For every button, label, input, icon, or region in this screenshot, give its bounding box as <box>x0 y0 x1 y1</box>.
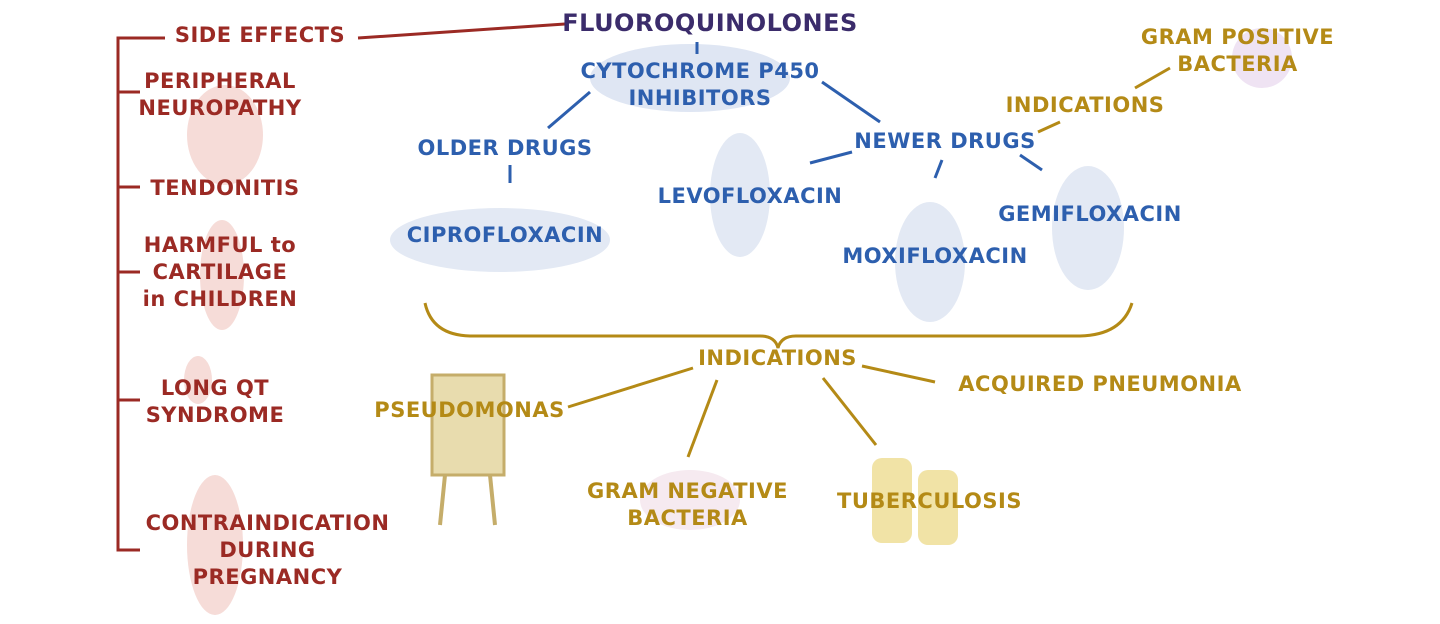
indication-acquired-pneumonia: ACQUIRED PNEUMONIA <box>958 372 1242 396</box>
indication-pseudomonas: PSEUDOMONAS <box>374 398 565 422</box>
indication-gram-positive-bacteria: GRAM POSITIVE BACTERIA <box>1140 25 1335 76</box>
drug-connectors <box>508 42 1043 183</box>
drug-moxifloxacin: MOXIFLOXACIN <box>842 244 1028 268</box>
pregnant-woman-illustration <box>187 475 243 615</box>
easel-painting-illustration <box>430 373 506 477</box>
penguin-illustration-2 <box>895 202 965 322</box>
drug-levofloxacin: LEVOFLOXACIN <box>657 184 843 208</box>
side-effect-contraindication-pregnancy: CONTRAINDICATION DURING PREGNANCY <box>145 511 390 589</box>
diagram-title: FLUOROQUINOLONES <box>562 9 858 37</box>
side-effects-heading: SIDE EFFECTS <box>174 23 346 47</box>
scroll-illustration <box>872 458 912 543</box>
penguin-illustration-3 <box>1052 166 1124 290</box>
penguin-illustration-1 <box>710 133 770 257</box>
drug-ciprofloxacin: CIPROFLOXACIN <box>406 223 604 247</box>
gram-negative-illustration <box>640 470 740 530</box>
indications-label: INDICATIONS <box>698 346 857 370</box>
nerve-illustration <box>187 85 263 185</box>
heart-illustration <box>184 356 212 404</box>
bacteria-illustration <box>1232 28 1292 88</box>
child-illustration <box>200 220 244 330</box>
side-effect-peripheral-neuropathy: PERIPHERAL NEUROPATHY <box>138 69 302 120</box>
side-effect-tendonitis: TENDONITIS <box>150 176 300 200</box>
side-effects-bracket <box>116 22 566 552</box>
cloud-decoration <box>590 44 790 112</box>
side-effect-harmful-to-cartilage: HARMFUL to CARTILAGE in CHILDREN <box>142 233 298 311</box>
side-effect-long-qt-syndrome: LONG QT SYNDROME <box>145 376 285 427</box>
seagull-illustration <box>390 208 610 272</box>
newer-drugs-label: NEWER DRUGS <box>854 129 1036 153</box>
indication-gram-negative-bacteria: GRAM NEGATIVE BACTERIA <box>587 479 788 530</box>
indication-connectors <box>423 66 1171 458</box>
older-drugs-label: OLDER DRUGS <box>417 136 593 160</box>
mechanism-cytochrome-p450: CYTOCHROME P450 INHIBITORS <box>580 59 820 110</box>
newer-drugs-indications-label: INDICATIONS <box>1005 93 1165 117</box>
indication-tuberculosis: TUBERCULOSIS <box>837 489 1022 513</box>
drug-gemifloxacin: GEMIFLOXACIN <box>998 202 1182 226</box>
